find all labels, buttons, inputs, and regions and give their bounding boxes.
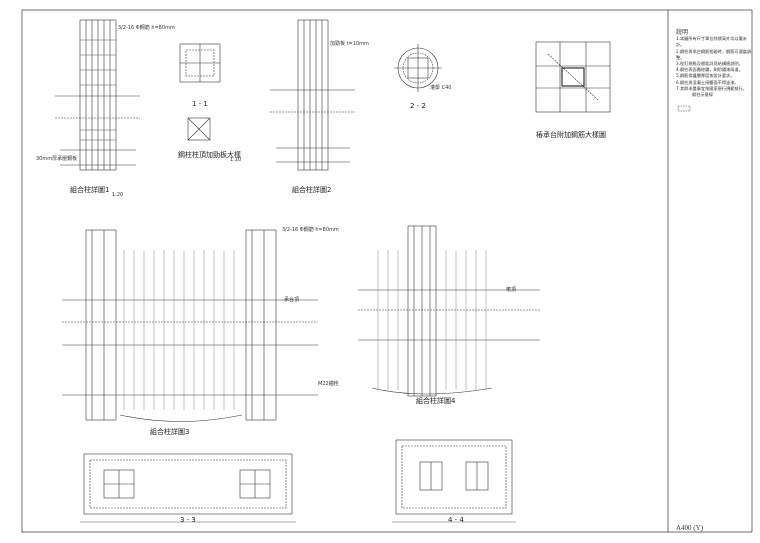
note-line: 1.本圖所有尺寸單位除標高外均以毫米計。 bbox=[676, 36, 747, 48]
scale-label: 1:20 bbox=[112, 192, 124, 198]
general-notes: 說明 1.本圖所有尺寸單位除標高外均以毫米計。 2.鋼柱與承台鋼筋相碰時，鋼筋可… bbox=[676, 29, 754, 98]
caption-section-1-1: 1 - 1 bbox=[192, 100, 208, 108]
caption-pile-cap-detail: 樁承台附加鋼筋大樣圖 bbox=[536, 131, 606, 139]
section-4-4 bbox=[392, 439, 516, 523]
level-annotation: 承台頂 bbox=[284, 297, 300, 303]
scale-label: 1:10 bbox=[230, 157, 242, 163]
note-line: 6.鋼柱與混凝土接觸面不得塗漆。 bbox=[676, 79, 739, 85]
caption-section-2-2: 2 - 2 bbox=[410, 102, 426, 110]
caption-detail-2: 組合柱詳圖2 bbox=[292, 186, 332, 194]
notes-title: 說明 bbox=[676, 29, 689, 36]
caption-section-3-3: 3 - 3 bbox=[180, 516, 196, 524]
note-line: 4.鋼柱表面應除鏽，刷防鏽漆兩道。 bbox=[676, 67, 743, 73]
section-1-1 bbox=[179, 43, 221, 141]
stiffener-annotation: 加勁板 t=10mm bbox=[330, 41, 369, 47]
caption-section-4-4: 4 - 4 bbox=[448, 516, 464, 524]
pile-cap-rebar-detail bbox=[535, 41, 611, 113]
caption-detail-3: 組合柱詳圖3 bbox=[150, 428, 190, 436]
column-detail-2 bbox=[270, 19, 355, 171]
drawing-number: A400 (Y) bbox=[676, 524, 704, 532]
section-3-3 bbox=[80, 453, 296, 523]
note-line: 5.鋼筋保護層厚度按設計要求。 bbox=[676, 73, 735, 79]
column-detail-1 bbox=[55, 19, 140, 171]
stud-annotation: 3/2-16 Φ鋼筋 h=80mm bbox=[118, 25, 175, 31]
grout-annotation: 灌漿 C40 bbox=[430, 85, 452, 91]
bolt-annotation: M22錨栓 bbox=[318, 381, 339, 387]
caption-plate-detail: 鋼柱柱頂加勁板大樣 bbox=[178, 151, 241, 159]
note-line: 3.栓釘規格及間距詳見結構總說明。 bbox=[676, 61, 743, 67]
stud-annotation: 3/2-16 Φ鋼筋 h=80mm bbox=[282, 227, 339, 233]
level-annotation: 樁頂 bbox=[506, 287, 517, 293]
weld-annotation: 30mm厚承壓鋼板 bbox=[36, 156, 78, 162]
caption-detail-1: 組合柱詳圖1 bbox=[70, 186, 110, 194]
section-2-2 bbox=[394, 44, 442, 92]
column-detail-4 bbox=[358, 225, 540, 397]
note-line: 2.鋼柱與承台鋼筋相碰時，鋼筋可適當調整。 bbox=[676, 48, 752, 60]
notes-legend: 鋼柱示意線 bbox=[692, 92, 713, 98]
column-detail-3 bbox=[62, 229, 318, 422]
caption-detail-4: 組合柱詳圖4 bbox=[416, 397, 456, 405]
note-line: 7.其餘未盡事宜按國家現行規範執行。 bbox=[676, 85, 747, 91]
